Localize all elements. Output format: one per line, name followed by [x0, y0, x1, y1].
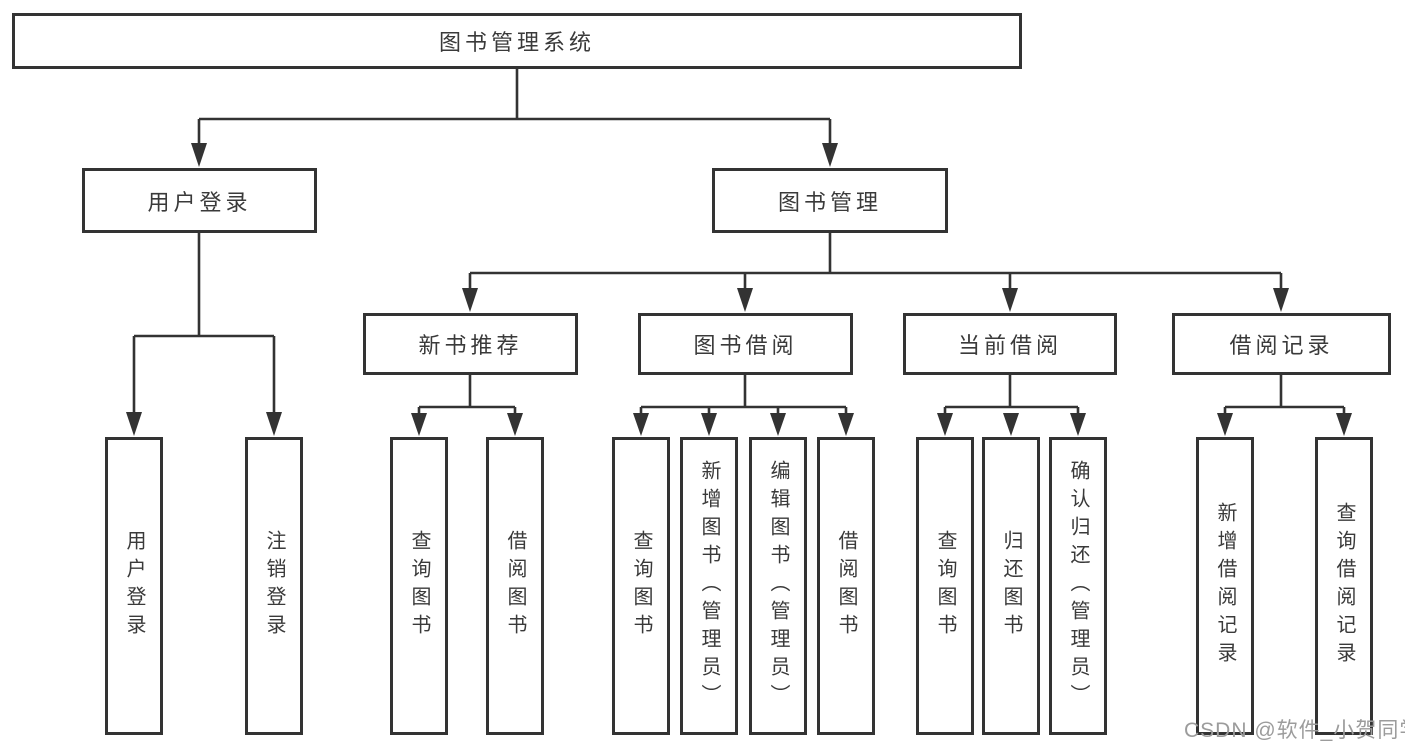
- node-book-management: 图书管理: [712, 168, 948, 233]
- leaf-borrow-query-books: 查询图书: [612, 437, 670, 735]
- leaf-edit-books-admin: 编辑图书（管理员）: [749, 437, 807, 735]
- leaf-add-borrow-record-label: 新增借阅记录: [1214, 502, 1236, 670]
- leaf-return-books-label: 归还图书: [1000, 530, 1022, 642]
- arrowhead-user-login: [191, 143, 207, 167]
- arrowhead-leaf-logout: [266, 412, 282, 436]
- leaf-user-login-label: 用户登录: [123, 530, 145, 642]
- leaf-add-books-admin: 新增图书（管理员）: [680, 437, 738, 735]
- connector-book-management-to-level3: [462, 233, 1289, 312]
- leaf-edit-books-admin-label: 编辑图书（管理员）: [767, 460, 789, 712]
- leaf-query-borrow-record: 查询借阅记录: [1315, 437, 1373, 735]
- node-current-borrow: 当前借阅: [903, 313, 1117, 375]
- connector-user-login-to-leaves: [126, 233, 282, 436]
- leaf-recommend-borrow-books: 借阅图书: [486, 437, 544, 735]
- node-book-management-label: 图书管理: [777, 189, 882, 215]
- connector-root-to-level2: [191, 69, 838, 167]
- node-book-borrow: 图书借阅: [638, 313, 853, 375]
- arrowhead-book-borrow: [737, 288, 753, 312]
- leaf-current-query-books-label: 查询图书: [934, 530, 956, 642]
- leaf-borrow-query-books-label: 查询图书: [630, 530, 652, 642]
- node-user-login-branch: 用户登录: [82, 168, 317, 233]
- leaf-borrow-books-label: 借阅图书: [835, 530, 857, 642]
- csdn-watermark: CSDN @软件_小贺同学: [1184, 719, 1405, 742]
- leaf-current-query-books: 查询图书: [916, 437, 974, 735]
- connector-book-borrow-to-leaves: [633, 375, 854, 436]
- connector-borrow-records-to-leaves: [1217, 375, 1352, 436]
- leaf-return-books: 归还图书: [982, 437, 1040, 735]
- leaf-add-books-admin-label: 新增图书（管理员）: [698, 460, 720, 712]
- leaf-recommend-query-books-label: 查询图书: [408, 530, 430, 642]
- leaf-recommend-query-books: 查询图书: [390, 437, 448, 735]
- leaf-recommend-borrow-books-label: 借阅图书: [504, 530, 526, 642]
- arrowhead-book-management: [822, 143, 838, 167]
- node-current-borrow-label: 当前借阅: [957, 333, 1062, 358]
- leaf-borrow-books: 借阅图书: [817, 437, 875, 735]
- leaf-logout-label: 注销登录: [263, 530, 285, 642]
- arrowhead-borrow-records: [1273, 288, 1289, 312]
- leaf-confirm-return-admin-label: 确认归还（管理员）: [1067, 460, 1089, 712]
- leaf-logout: 注销登录: [245, 437, 303, 735]
- node-book-borrow-label: 图书借阅: [693, 333, 798, 358]
- leaf-add-borrow-record: 新增借阅记录: [1196, 437, 1254, 735]
- arrowhead-new-book-recommend: [462, 288, 478, 312]
- leaf-user-login: 用户登录: [105, 437, 163, 735]
- connector-current-borrow-to-leaves: [937, 375, 1086, 436]
- node-borrow-records: 借阅记录: [1172, 313, 1391, 375]
- node-user-login-branch-label: 用户登录: [147, 189, 252, 215]
- node-new-book-recommend: 新书推荐: [363, 313, 578, 375]
- node-library-system-label: 图书管理系统: [438, 30, 595, 55]
- arrowhead-current-borrow: [1002, 288, 1018, 312]
- arrowhead-leaf-user-login: [126, 412, 142, 436]
- connector-new-book-recommend-to-leaves: [411, 375, 523, 436]
- leaf-query-borrow-record-label: 查询借阅记录: [1333, 502, 1355, 670]
- leaf-confirm-return-admin: 确认归还（管理员）: [1049, 437, 1107, 735]
- node-borrow-records-label: 借阅记录: [1229, 333, 1334, 358]
- node-new-book-recommend-label: 新书推荐: [418, 333, 523, 358]
- node-library-system: 图书管理系统: [12, 13, 1022, 69]
